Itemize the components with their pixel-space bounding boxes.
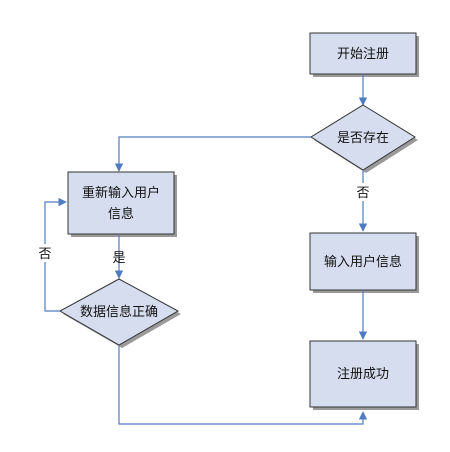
node-start: 开始注册	[309, 32, 419, 77]
node-reenter-label-line1: 重新输入用户	[82, 185, 160, 201]
node-success-label: 注册成功	[337, 367, 389, 382]
edge-label-bg	[354, 183, 372, 201]
node-success: 注册成功	[309, 340, 419, 410]
edge-validate-to-success	[118, 345, 368, 425]
node-reenter-label-line2: 信息	[108, 206, 134, 222]
edge-exists-to-reenter	[114, 136, 311, 172]
node-reenter: 重新输入用户 信息	[67, 171, 177, 237]
node-input-info-label: 输入用户信息	[324, 254, 402, 270]
node-validate: 数据信息正确	[58, 278, 181, 348]
node-input-info: 输入用户信息	[309, 232, 419, 293]
node-start-label: 开始注册	[337, 47, 389, 62]
node-exists-check: 是否存在	[310, 104, 418, 173]
edge-label-bg	[36, 244, 54, 262]
node-exists-check-label: 是否存在	[337, 131, 389, 146]
edge-validate-no-label: 否	[38, 247, 51, 262]
edge-validate-yes-label: 是	[112, 251, 125, 266]
edge-exists-no-label: 否	[356, 186, 369, 201]
node-validate-label: 数据信息正确	[80, 304, 158, 320]
